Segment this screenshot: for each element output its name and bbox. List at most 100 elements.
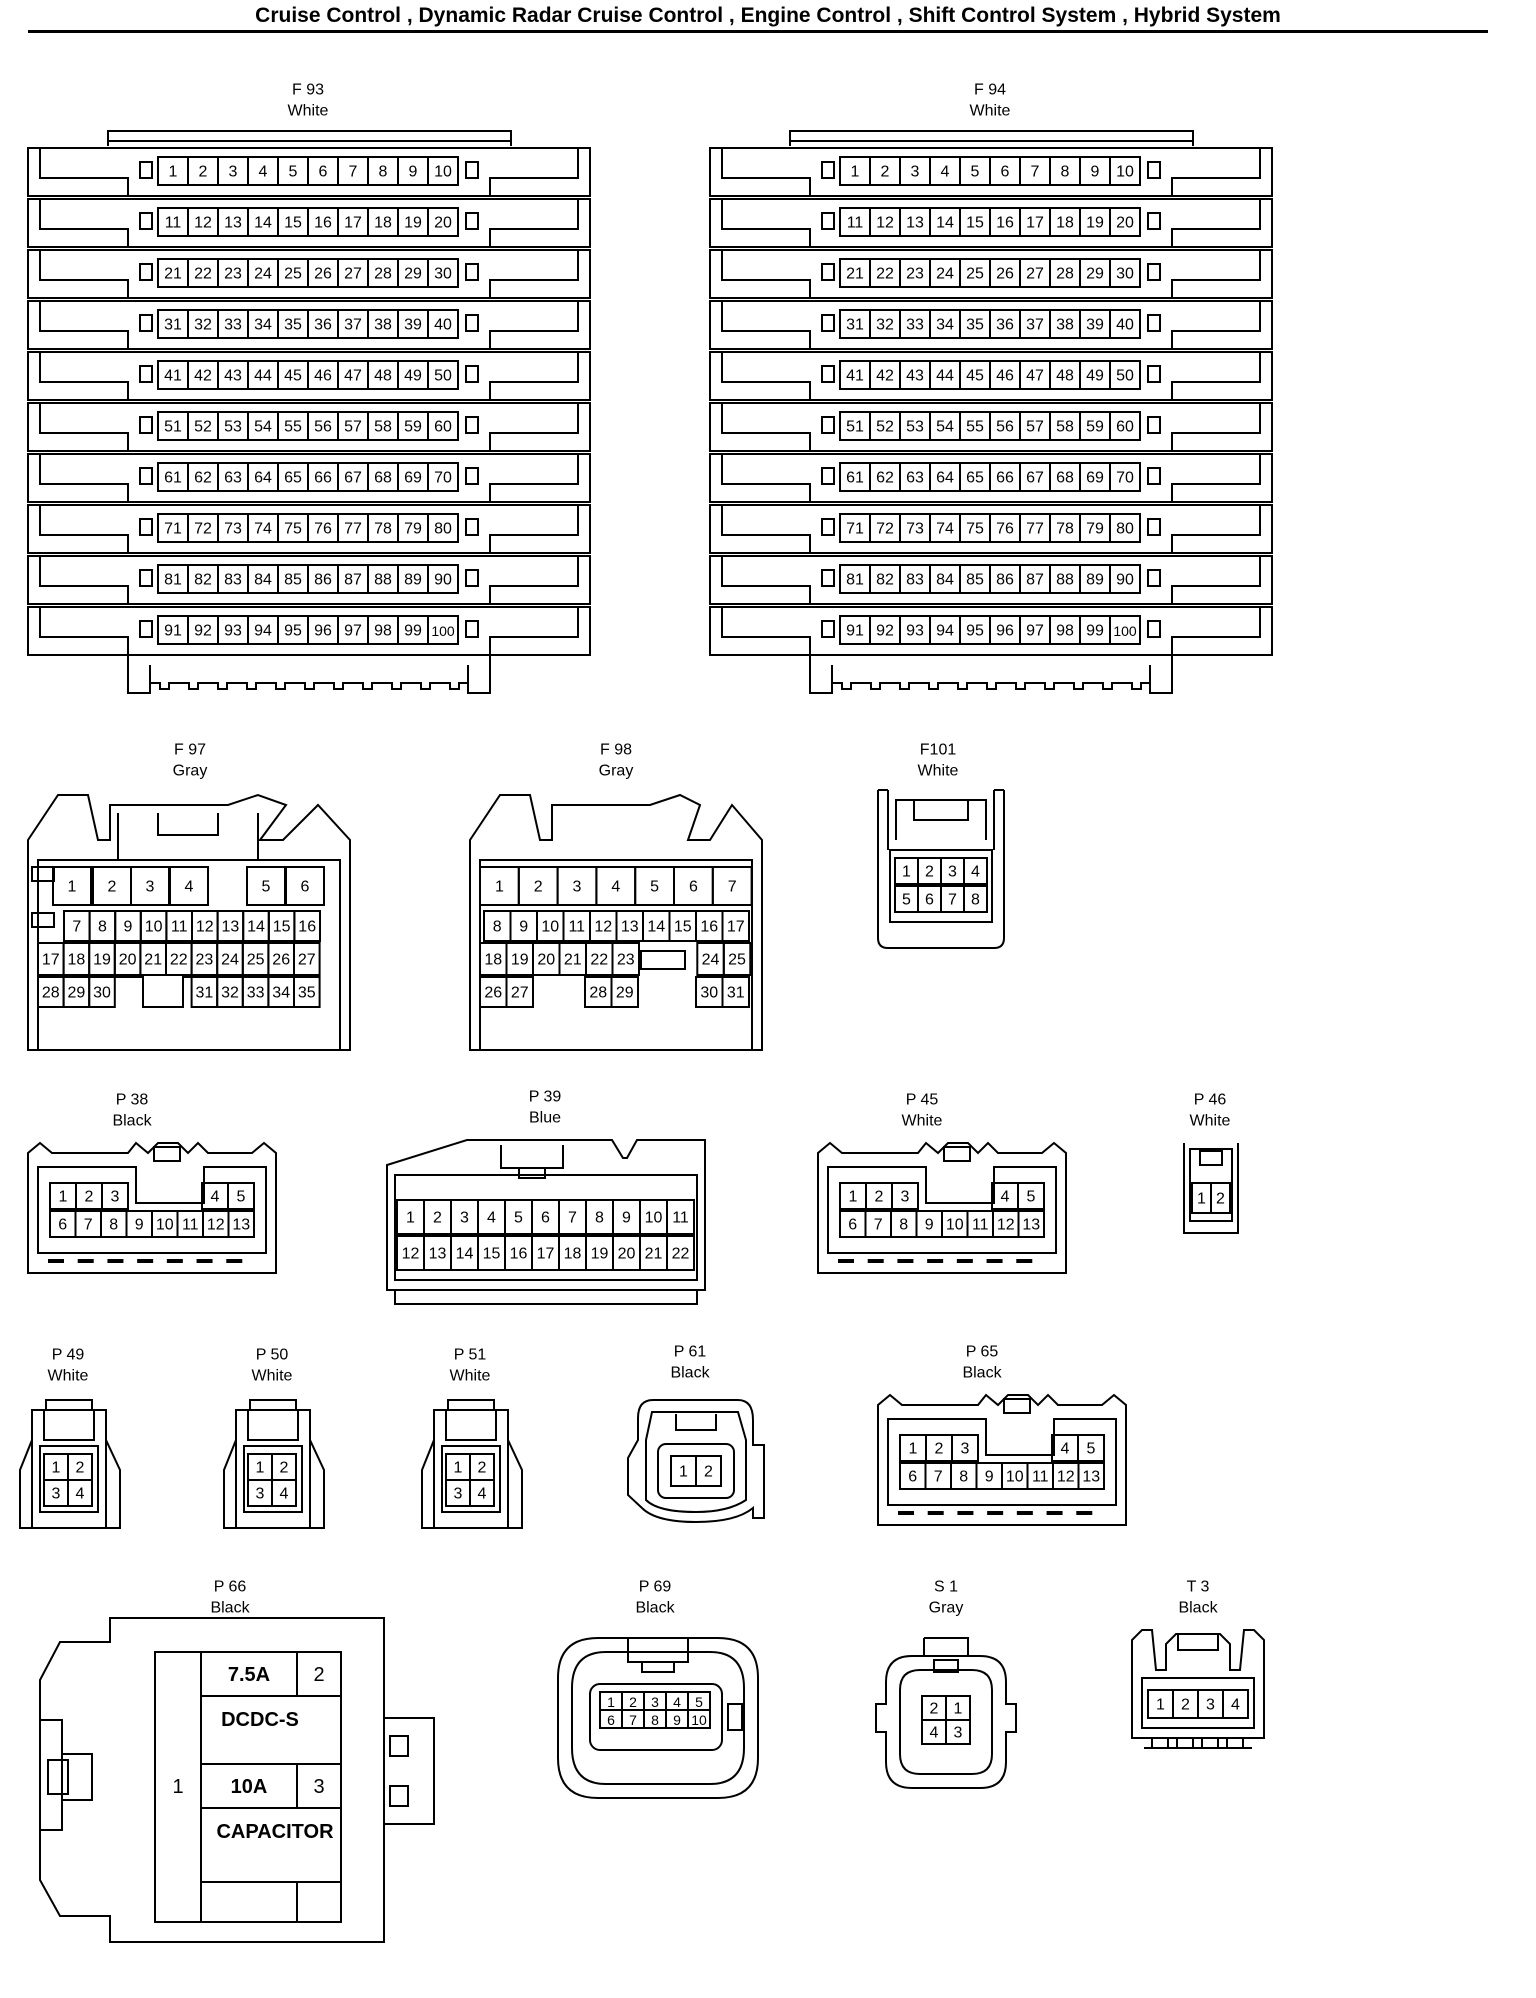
row-tab — [39, 505, 129, 553]
latch-slot — [139, 518, 153, 536]
pin-number: 28 — [589, 985, 607, 1002]
pin-number: 8 — [959, 1469, 968, 1486]
fuse2-pin: 3 — [313, 1776, 324, 1798]
pin-number: 3 — [961, 1441, 970, 1458]
latch-slot — [821, 416, 835, 434]
pin-number: 56 — [996, 419, 1014, 436]
pin-number: 35 — [298, 985, 316, 1002]
pin-number: 4 — [1061, 1441, 1070, 1458]
right-tab-slot — [389, 1785, 409, 1807]
pin-number: 4 — [971, 864, 980, 881]
pin-number: 48 — [1056, 368, 1074, 385]
pin-number: 20 — [434, 215, 452, 232]
row-tab — [1171, 556, 1261, 604]
pin-number: 7 — [728, 879, 737, 896]
connector-id: P 65 — [966, 1344, 999, 1361]
pin-number: 66 — [314, 470, 332, 487]
pin-cell — [1109, 258, 1141, 288]
pin-number: 2 — [1181, 1697, 1190, 1714]
pin-number: 16 — [996, 215, 1014, 232]
connector-id: P 38 — [116, 1092, 149, 1109]
latch — [627, 1638, 689, 1673]
pin-number: 57 — [344, 419, 362, 436]
pin-number: 2 — [935, 1441, 944, 1458]
latch-slot — [465, 161, 479, 179]
pin-number: 25 — [247, 952, 265, 969]
pin-number: 69 — [1086, 470, 1104, 487]
pin-number: 9 — [985, 1469, 994, 1486]
row-tab — [489, 454, 579, 502]
inner-outline — [827, 1166, 1057, 1254]
pin-number: 4 — [930, 1725, 939, 1742]
pin-number: 48 — [374, 368, 392, 385]
pin-number: 84 — [254, 572, 272, 589]
pin-number: 76 — [314, 521, 332, 538]
pin-number: 13 — [906, 215, 924, 232]
pin-number: 3 — [146, 879, 155, 896]
pin-cell — [945, 1719, 971, 1745]
connector-id: P 49 — [52, 1347, 85, 1364]
connector-color: White — [252, 1368, 293, 1385]
pin-number: 44 — [254, 368, 272, 385]
row-tab — [721, 250, 811, 298]
pin-number: 74 — [936, 521, 954, 538]
row-housing — [709, 453, 1273, 503]
pin-number: 87 — [344, 572, 362, 589]
pin-number: 11 — [171, 919, 188, 936]
pin-number: 12 — [594, 919, 612, 936]
pin-number: 14 — [647, 919, 665, 936]
pin-number: 1 — [851, 164, 860, 181]
latch-slot — [821, 467, 835, 485]
pin-number: 13 — [1082, 1469, 1100, 1486]
pin-number: 2 — [478, 1460, 487, 1477]
pin-number: 35 — [284, 317, 302, 334]
pin-number: 71 — [164, 521, 182, 538]
pin-number: 11 — [182, 1217, 199, 1234]
pin-number: 7 — [874, 1217, 883, 1234]
pin-number: 82 — [194, 572, 212, 589]
pin-cell — [721, 910, 750, 942]
row-housing — [709, 402, 1273, 452]
pin-number: 9 — [519, 919, 528, 936]
pin-number: 4 — [673, 1694, 681, 1710]
pin-number: 100 — [431, 623, 455, 639]
pin-field — [1141, 1677, 1255, 1729]
foot — [1149, 655, 1173, 694]
row-housing — [709, 300, 1273, 350]
pin-number: 31 — [164, 317, 182, 334]
pin-number: 99 — [1086, 623, 1104, 640]
latch-slot — [821, 212, 835, 230]
row-tab — [39, 556, 129, 604]
pin-number: 93 — [224, 623, 242, 640]
connector-id: P 66 — [214, 1579, 247, 1596]
top-bar — [107, 130, 512, 146]
pin-number: 86 — [314, 572, 332, 589]
pin-number: 35 — [966, 317, 984, 334]
row-tab — [39, 148, 129, 196]
latch-slot — [821, 620, 835, 638]
connector-color: Black — [112, 1113, 152, 1130]
row-tab — [1171, 352, 1261, 400]
pin-number: 92 — [194, 623, 212, 640]
pin-number: 19 — [511, 952, 529, 969]
pin-number: 62 — [876, 470, 894, 487]
pin-number: 15 — [674, 919, 692, 936]
pin-number: 96 — [996, 623, 1014, 640]
pin-number: 1 — [679, 1464, 688, 1481]
pin-number: 91 — [846, 623, 864, 640]
row-housing — [27, 606, 591, 656]
pin-cell — [469, 1479, 495, 1507]
row-tab — [489, 607, 579, 655]
pin-cell — [285, 866, 325, 906]
latch-slot — [1147, 212, 1161, 230]
pin-number: 40 — [1116, 317, 1134, 334]
row-tab — [1171, 301, 1261, 349]
pin-number: 18 — [1056, 215, 1074, 232]
inner-outline — [43, 1410, 95, 1441]
latch-slot — [139, 569, 153, 587]
pin-number: 38 — [374, 317, 392, 334]
pin-number: 6 — [58, 1217, 67, 1234]
